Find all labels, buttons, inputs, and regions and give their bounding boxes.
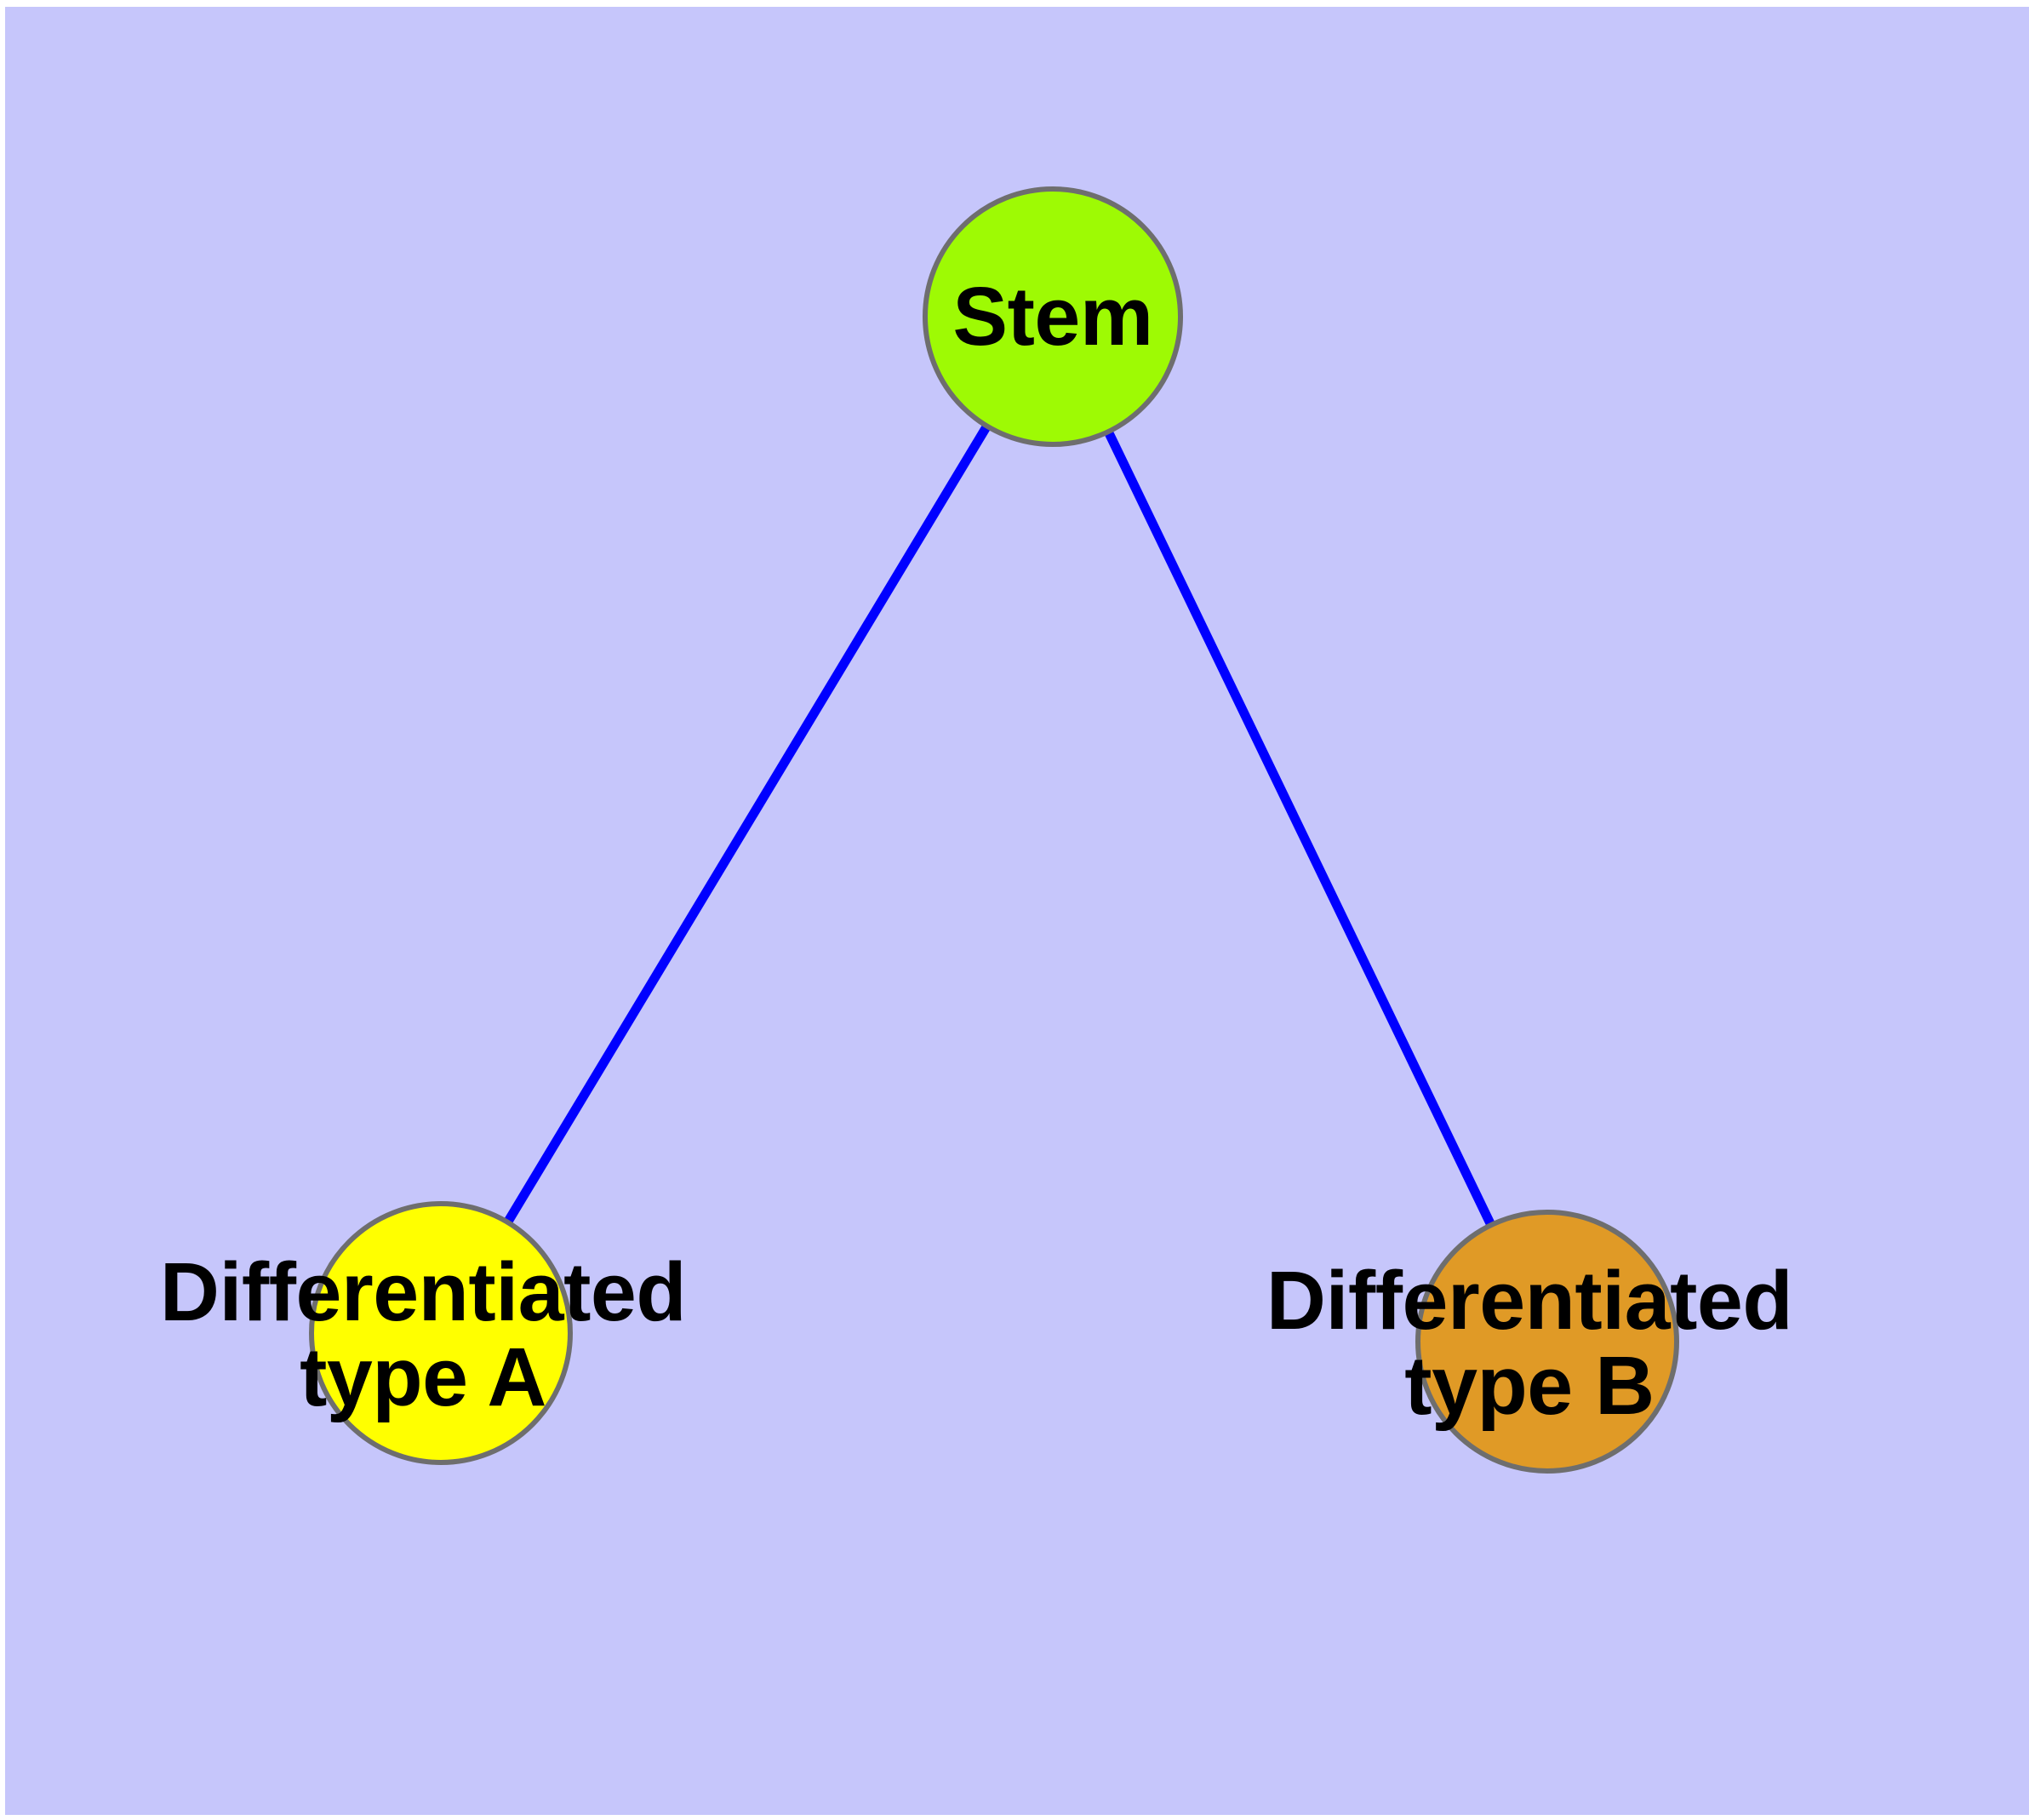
node-circle-differentiated-type-a[interactable] xyxy=(309,1201,573,1465)
node-layer xyxy=(309,186,1679,1474)
edge-layer xyxy=(437,314,1552,1344)
edge-stem-to-differentiated-type-b[interactable] xyxy=(1049,314,1552,1344)
node-circle-differentiated-type-b[interactable] xyxy=(1415,1210,1679,1474)
edge-stem-to-differentiated-type-a[interactable] xyxy=(437,314,1057,1336)
node-circle-stem[interactable] xyxy=(923,186,1183,447)
